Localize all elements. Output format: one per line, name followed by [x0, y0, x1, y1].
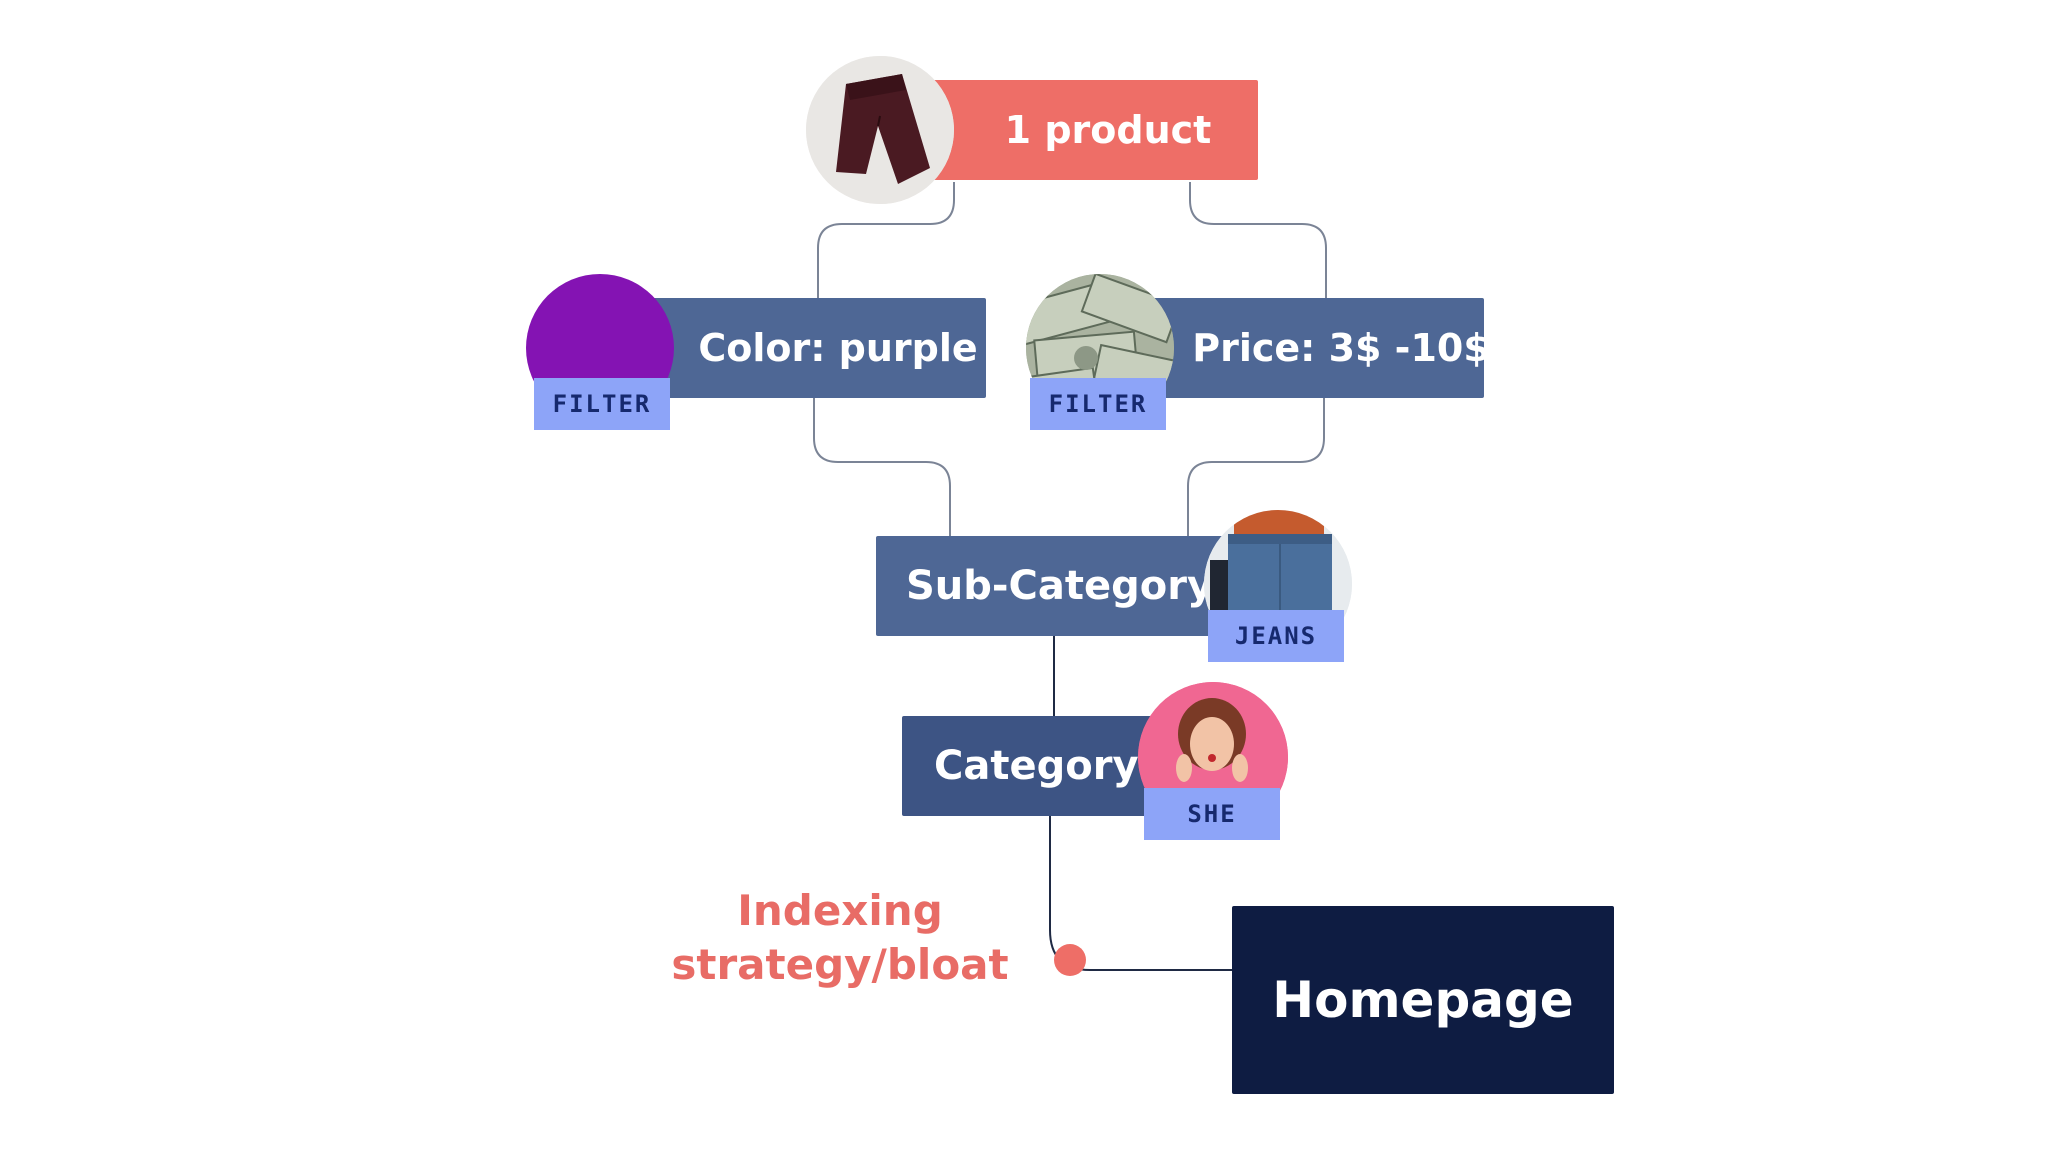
product-label: 1 product [1005, 108, 1212, 152]
sub-category-label: Sub-Category [906, 563, 1213, 609]
color-filter-node: Color: purple [640, 298, 986, 398]
homepage-label: Homepage [1272, 971, 1573, 1029]
color-filter-label: Color: purple [698, 326, 977, 370]
indexing-marker-dot [1054, 944, 1086, 976]
indexing-annotation: Indexing strategy/bloat [640, 884, 1040, 992]
connector-color-subcategory [814, 398, 950, 536]
sub-category-tag: JEANS [1208, 610, 1344, 662]
price-filter-tag: FILTER [1030, 378, 1166, 430]
trousers-icon [806, 56, 954, 204]
color-filter-tag: FILTER [534, 378, 670, 430]
category-tag: SHE [1144, 788, 1280, 840]
homepage-node: Homepage [1232, 906, 1614, 1094]
price-filter-label: Price: 3$ -10$ [1192, 326, 1490, 370]
annotation-line-1: Indexing [640, 884, 1040, 938]
product-node: 1 product [928, 80, 1258, 180]
category-label: Category [934, 743, 1139, 789]
sub-category-node: Sub-Category [876, 536, 1226, 636]
connector-product-price [1190, 182, 1326, 300]
price-filter-node: Price: 3$ -10$ [1132, 298, 1484, 398]
category-node: Category [902, 716, 1172, 816]
annotation-line-2: strategy/bloat [640, 938, 1040, 992]
